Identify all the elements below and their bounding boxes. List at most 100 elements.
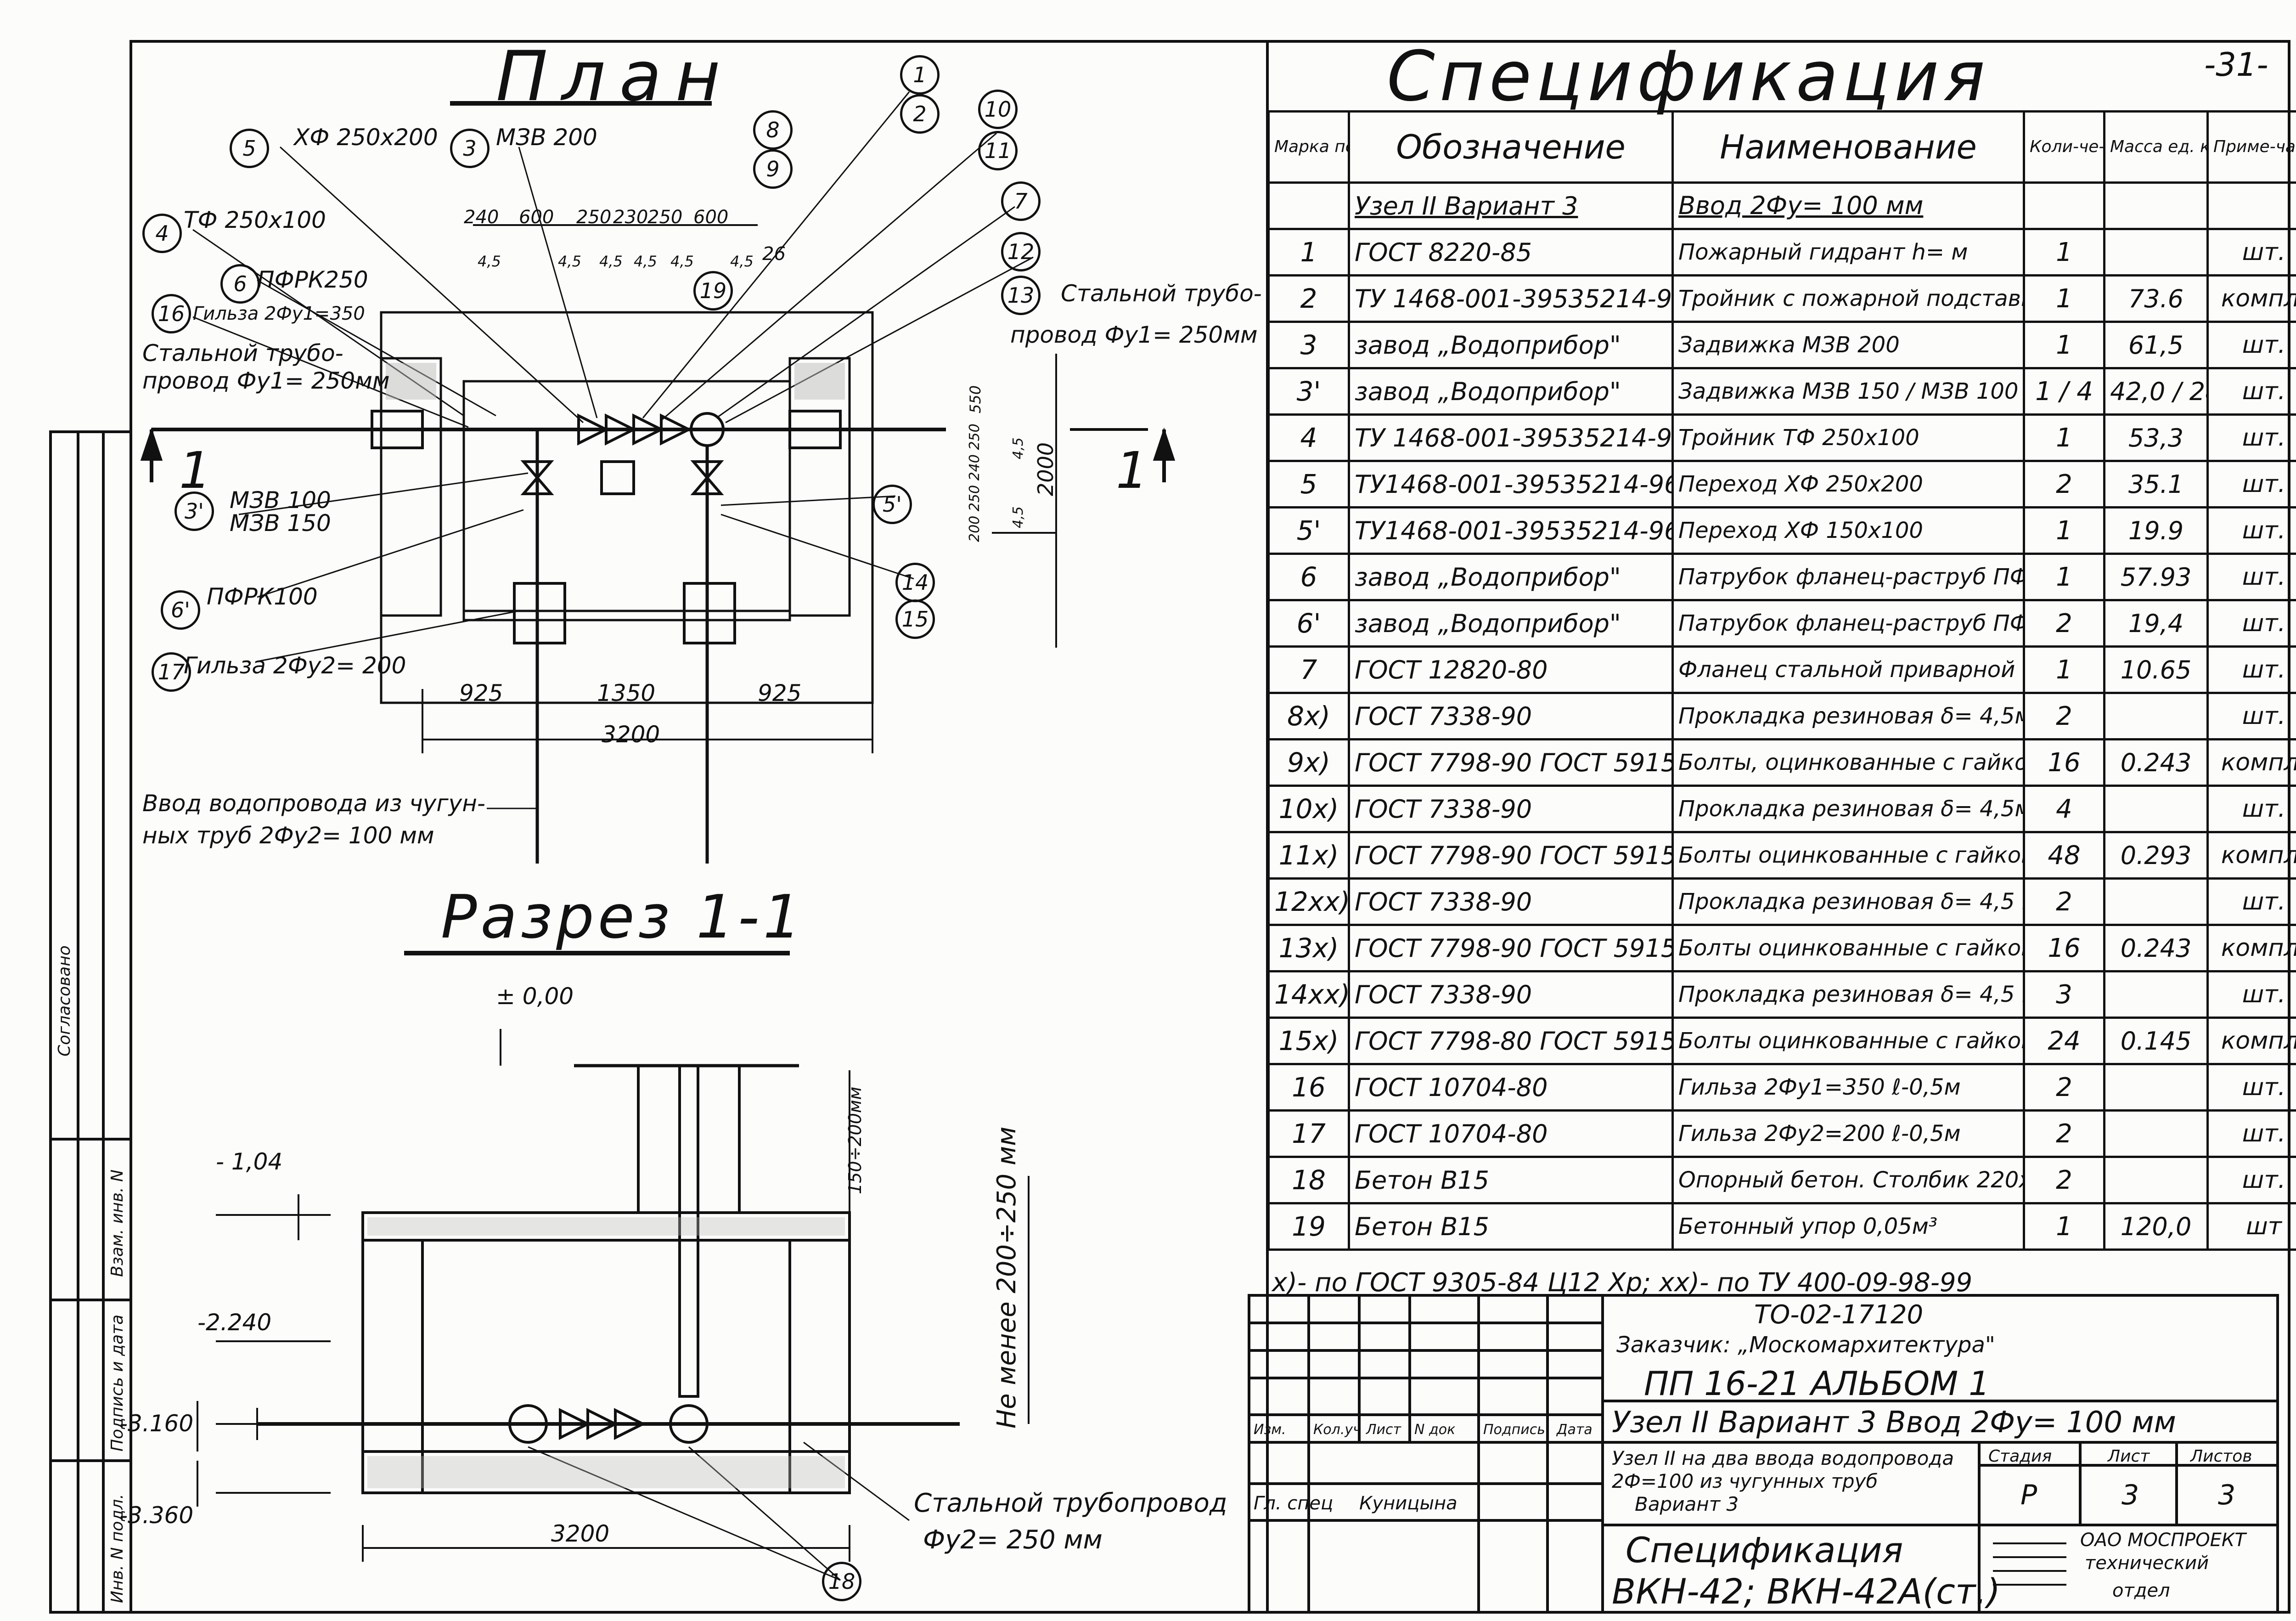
callout-11: 11 [978,131,1018,170]
label-pfrk100: ПФРК100 [207,583,318,610]
spec-row: 6'завод „Водоприбор"Патрубок фланец-раст… [1267,599,2296,648]
dim-600b: 600 [693,207,729,228]
tb-customer: Заказчик: „Москомархитектура" [1616,1332,1995,1358]
dim-925a: 925 [459,680,503,706]
side-inv: Инв. N подл. [108,1494,127,1603]
spec-note: шт. [2206,970,2296,1019]
section-width-3200: 3200 [551,1520,610,1547]
spec-qty: 3 [2023,970,2105,1019]
spec-mark: 8х) [1267,692,1350,740]
spec-note: шт. [2206,553,2296,601]
tb-col-podp: Подпись [1483,1422,1545,1438]
callout-15: 15 [895,599,935,639]
spec-title: Спецификация [1387,37,1990,117]
spec-mark: 17 [1267,1109,1350,1158]
spec-designation: ГОСТ 12820-80 [1348,645,1674,694]
dim-vert: 200 250 240 250 [967,424,983,542]
spec-name: Прокладка резиновая δ= 4,5 мм Фу= 100 мм [1671,970,2025,1019]
spec-name: Тройник ТФ 250х100 [1671,413,2025,462]
spec-note: шт. [2206,460,2296,508]
spec-row: 15х)ГОСТ 7798-80 ГОСТ 5915-70Болты оцинк… [1267,1017,2296,1065]
callout-13: 13 [1001,276,1041,315]
label-inlet-1: Ввод водопровода из чугун- [142,790,485,817]
spec-name: Опорный бетон. Столбик 220х150х250 = 0,0… [1671,1156,2025,1204]
spec-mass: 73.6 [2103,274,2209,323]
spec-designation: ГОСТ 10704-80 [1348,1109,1674,1158]
tb-org-1: ОАО МОСПРОЕКТ [2080,1530,2246,1551]
spec-note: шт. [2206,1063,2296,1112]
spec-name: Патрубок фланец-раструб ПФРК250 [1671,553,2025,601]
hdr-designation: Обозначение [1348,110,1674,184]
spec-qty: 2 [2023,460,2105,508]
spec-mass [2103,1109,2209,1158]
spec-header-row: Марка позиц. Обозначение Наименование Ко… [1267,110,2296,184]
spec-name: Задвижка МЗВ 200 [1671,321,2025,369]
spec-row: 9х)ГОСТ 7798-90 ГОСТ 5915-70Болты, оцинк… [1267,738,2296,787]
spec-designation: ГОСТ 8220-85 [1348,228,1674,277]
tb-col-izm: Изм. [1254,1422,1286,1438]
hdr-note: Приме-чание [2206,110,2296,184]
dim-600a: 600 [519,207,554,228]
spec-note: шт. [2206,1156,2296,1204]
side-podp: Подпись и дата [108,1314,127,1452]
tb-stage-h: Стадия [1988,1447,2052,1466]
callout-8: 8 [753,110,793,150]
spec-mark: 18 [1267,1156,1350,1204]
level-top: ± 0,00 [496,983,574,1010]
dim-240: 240 [464,207,499,228]
spec-designation: Бетон В15 [1348,1156,1674,1204]
spec-qty: 1 [2023,645,2105,694]
spec-mark: 7 [1267,645,1350,694]
tb-node: Узел II Вариант 3 Ввод 2Фу= 100 мм [1612,1406,2176,1440]
spec-qty: 1 [2023,228,2105,277]
dim-1350: 1350 [597,680,656,706]
callout-9: 9 [753,149,793,189]
spec-designation: ГОСТ 7338-90 [1348,970,1674,1019]
label-steel-right-2: провод Фу1= 250мм [1010,322,1258,348]
spec-qty: 2 [2023,1156,2105,1204]
spec-qty: 48 [2023,831,2105,880]
spec-note: шт. [2206,413,2296,462]
dim-vert-45a: 4,5 [1010,437,1026,459]
spec-mass [2103,1156,2209,1204]
hdr-mass: Масса ед. кг. [2103,110,2209,184]
spec-mark: 5 [1267,460,1350,508]
spec-qty: 1 [2023,506,2105,555]
callout-4: 4 [142,214,182,253]
spec-designation: завод „Водоприбор" [1348,367,1674,416]
spec-designation: ГОСТ 7338-90 [1348,877,1674,926]
tb-col-data: Дата [1557,1422,1593,1438]
spec-mark: 1 [1267,228,1350,277]
tb-doc-title-1: Спецификация [1626,1530,1903,1570]
section-cover-dim: 150÷200мм [845,1086,865,1194]
spec-qty: 24 [2023,1017,2105,1065]
spec-name: Переход ХФ 150х100 [1671,506,2025,555]
spec-mass [2103,970,2209,1019]
callout-3p: 3' [174,491,214,531]
spec-mark: 2 [1267,274,1350,323]
spec-designation: завод „Водоприбор" [1348,599,1674,648]
label-mzv150: МЗВ 150 [230,510,331,537]
tb-desc-1: Узел II на два ввода водопровода [1612,1447,1954,1469]
callout-1: 1 [900,55,940,95]
spec-name: Тройник с пожарной подставкой ППТФ 250х1… [1671,274,2025,323]
dim-45c: 4,5 [599,253,623,270]
spec-qty: 1 [2023,274,2105,323]
spec-mark: 3' [1267,367,1350,416]
spec-name: Пожарный гидрант h= м [1671,228,2025,277]
spec-qty: 2 [2023,692,2105,740]
dim-45e: 4,5 [670,253,694,270]
spec-designation: ТУ1468-001-39535214-96 [1348,460,1674,508]
section-steel-pipe-1: Стальной трубопровод [914,1488,1227,1518]
spec-mark: 19 [1267,1202,1350,1251]
tb-col-kol: Кол.уч [1313,1422,1361,1438]
dim-2000: 2000 [1033,442,1058,496]
callout-6: 6 [220,264,260,304]
spec-mark: 13х) [1267,924,1350,972]
